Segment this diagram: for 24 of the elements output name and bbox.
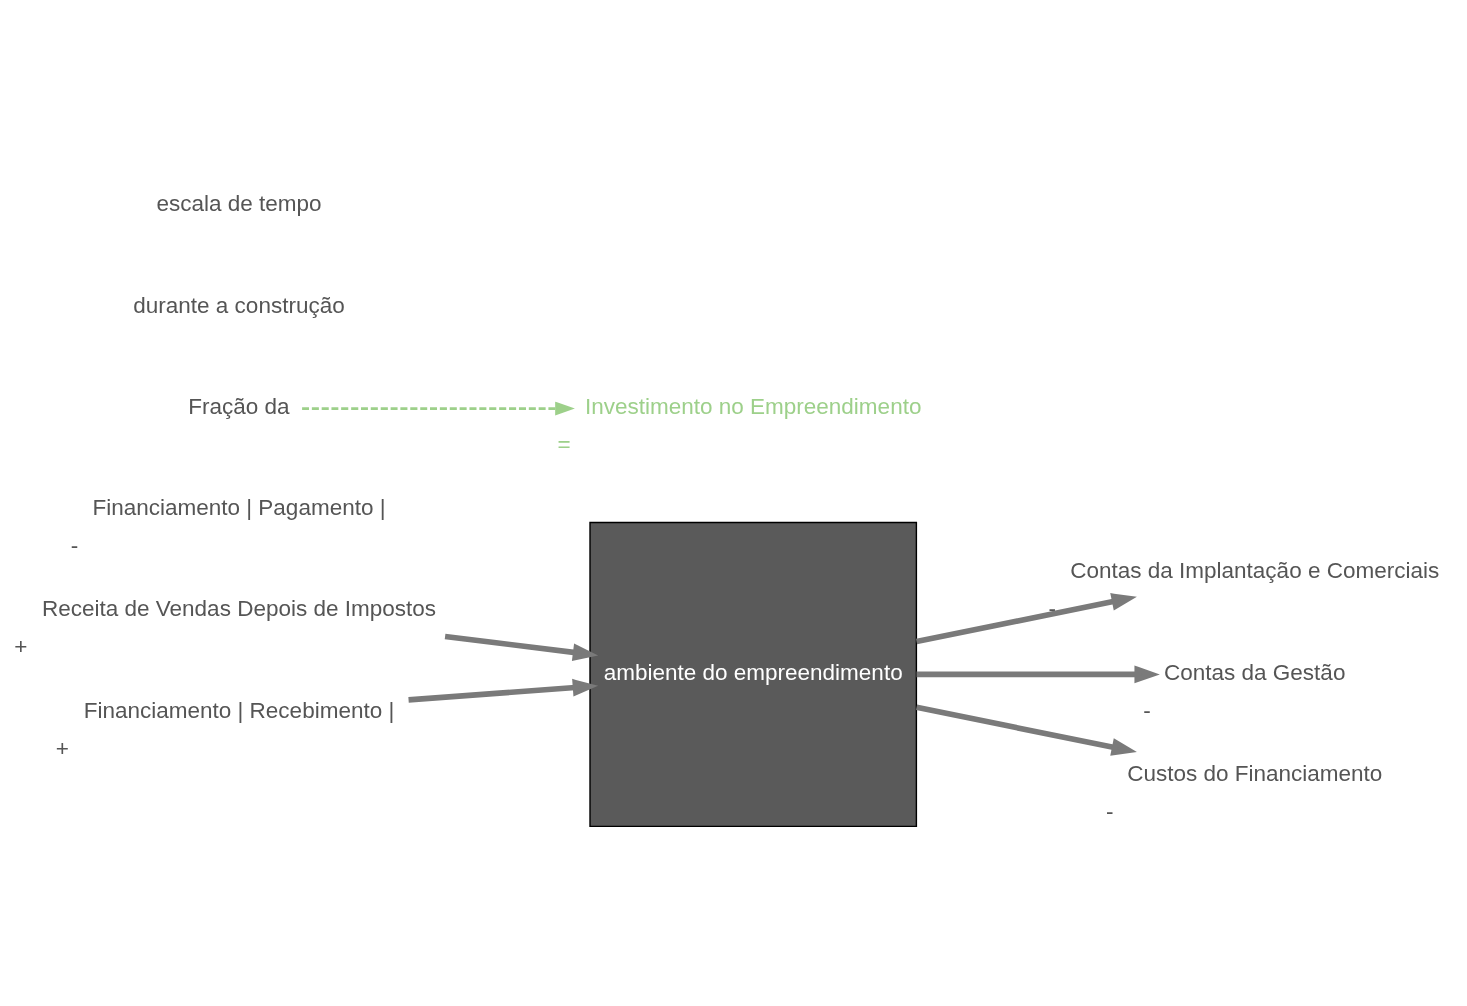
node-label: - — [70, 532, 79, 558]
node-label: - — [1143, 697, 1151, 723]
node-box: ambiente do empreendimento — [589, 521, 918, 827]
node-text: Contas da Implantação e Comerciais — [1070, 557, 1440, 583]
arrow — [916, 665, 1160, 683]
node-text: Custos do Financiamento — [1127, 760, 1383, 786]
node-text: Financiamento | Recebimento | — [83, 697, 395, 723]
label: durante a construção — [133, 292, 345, 318]
label: escala de tempo — [156, 190, 322, 216]
node-label: - — [1048, 595, 1056, 621]
node-label: + — [55, 735, 69, 761]
node-label: = — [557, 431, 571, 457]
arrow — [408, 678, 599, 703]
arrow — [915, 592, 1137, 644]
arrow — [302, 401, 575, 415]
node-text: Fração da — [188, 393, 290, 419]
node-text: Receita de Vendas Depois de Impostos — [41, 595, 436, 621]
arrow — [444, 633, 599, 661]
node-text: Financiamento | Pagamento | — [92, 494, 386, 520]
node-text: Investimento no Empreendimento — [584, 393, 922, 419]
arrow — [915, 704, 1137, 756]
node-text: Contas da Gestão — [1164, 659, 1346, 685]
node-label: - — [1106, 798, 1114, 824]
node-label: + — [14, 633, 28, 659]
